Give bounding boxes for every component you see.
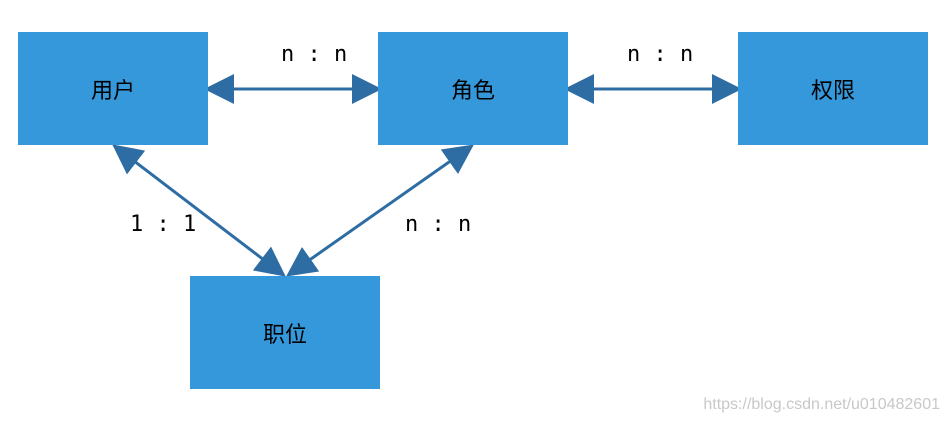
node-user: 用户	[18, 32, 208, 145]
watermark-text: https://blog.csdn.net/u010482601	[703, 396, 940, 413]
node-user-label: 用户	[90, 78, 135, 104]
node-position-label: 职位	[262, 322, 307, 348]
connector-user-position	[112, 144, 286, 277]
node-permission: 权限	[738, 32, 928, 145]
node-role: 角色	[378, 32, 568, 145]
relation-label-user-role: n : n	[281, 42, 348, 67]
node-position: 职位	[190, 276, 380, 389]
node-role-label: 角色	[450, 78, 495, 104]
relation-label-user-position: 1 : 1	[130, 212, 197, 237]
relation-label-role-permission: n : n	[627, 42, 694, 67]
connector-role-position	[286, 144, 474, 277]
relation-label-role-position: n : n	[405, 212, 472, 237]
node-permission-label: 权限	[810, 78, 855, 104]
